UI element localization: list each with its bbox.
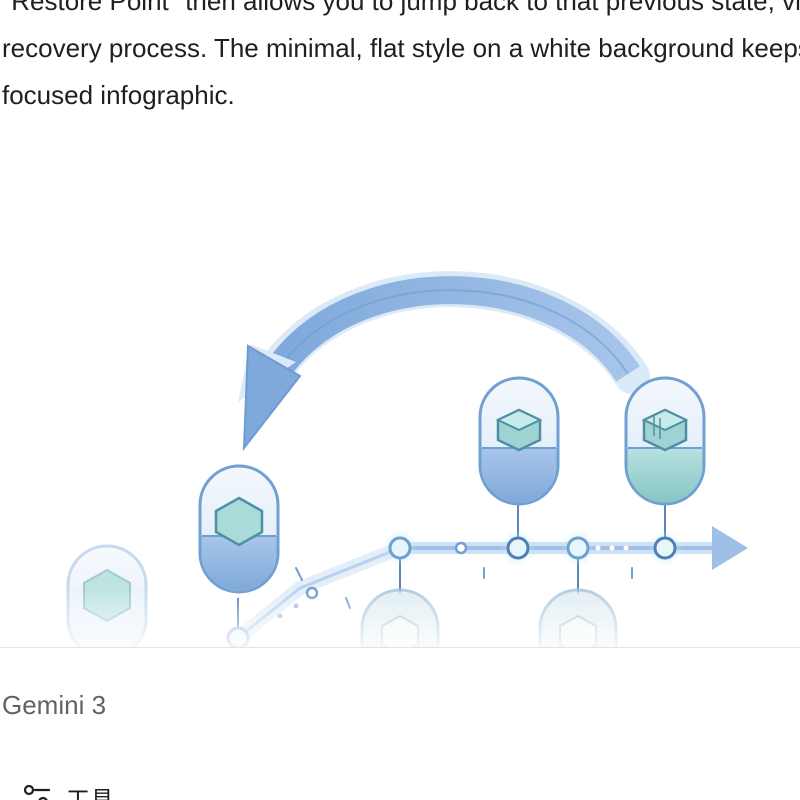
restore-arrow — [238, 271, 650, 452]
model-label: Gemini 3 — [2, 690, 107, 720]
tune-icon — [23, 784, 51, 800]
response-text-line-1: "Restore Point" then allows you to jump … — [2, 0, 800, 16]
snapshot-capsule-2 — [198, 464, 280, 594]
infographic-svg — [0, 271, 800, 648]
snapshot-capsule-3 — [478, 376, 560, 506]
tools-button[interactable]: 工具 — [22, 782, 114, 800]
snapshot-capsule-4 — [624, 376, 706, 506]
response-text-line-3: focused infographic. — [2, 80, 235, 110]
response-text: "Restore Point" then allows you to jump … — [2, 0, 800, 119]
tools-label: 工具 — [66, 785, 114, 800]
restore-point-infographic — [0, 118, 800, 648]
response-text-line-2: recovery process. The minimal, flat styl… — [2, 33, 800, 63]
section-divider — [0, 647, 800, 648]
